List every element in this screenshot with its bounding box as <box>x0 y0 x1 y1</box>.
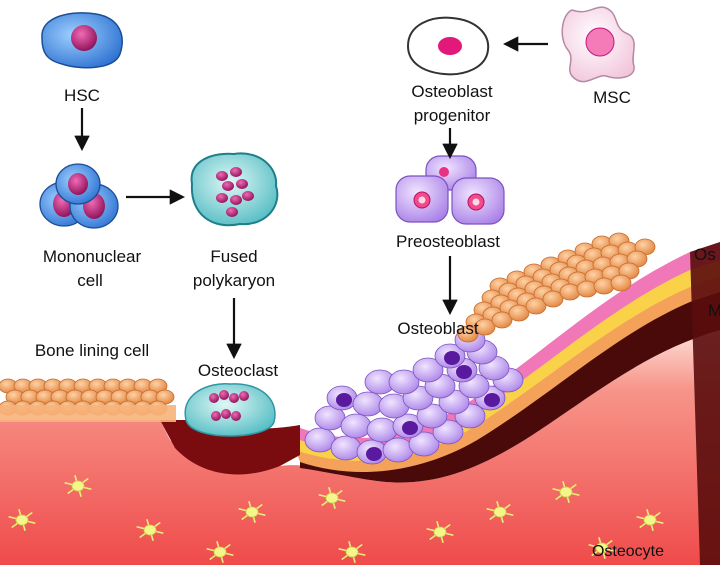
osteocyte-cell <box>238 501 266 523</box>
osteoclast-nuclei <box>209 390 249 421</box>
upper-lining-cell <box>457 325 479 343</box>
bone-lining-label: Bone lining cell <box>35 341 149 360</box>
upper-lining-cell <box>508 304 530 322</box>
edge-label-mid-right: M <box>708 301 720 320</box>
osteoid-yellow-band <box>295 258 720 461</box>
osteocyte-cell <box>136 519 164 541</box>
osteoid-orange-band <box>295 274 720 472</box>
osteoclast-label: Osteoclast <box>198 361 279 380</box>
osteocyte-cell <box>636 509 664 531</box>
osteocyte-cell <box>426 521 454 543</box>
edge-label-top-right: Os <box>694 245 716 264</box>
bone-tissue <box>0 242 720 565</box>
osteoblast-progenitor-cell <box>406 16 490 76</box>
osteocyte-cell <box>338 541 366 563</box>
osteocyte-cell <box>64 475 92 497</box>
fused-label-line1: Fused <box>210 247 257 266</box>
osteocyte-label: Osteocyte <box>592 543 664 560</box>
upper-lining-cell <box>474 318 496 336</box>
upper-lining-cell <box>542 290 564 308</box>
preosteoblast-cell-right <box>451 177 505 225</box>
hsc-nucleus <box>71 25 97 51</box>
mononuclear-label-line2: cell <box>77 271 103 290</box>
upper-lining-cell <box>593 277 615 295</box>
fused-label-line2: polykaryon <box>193 271 275 290</box>
resorption-pit <box>160 420 300 475</box>
osteocyte-cell <box>206 541 234 563</box>
osteoclast-on-bone <box>184 383 276 437</box>
upper-lining-cell <box>491 311 513 329</box>
mononuclear-label-line1: Mononuclear <box>43 247 142 266</box>
upper-lining-cell <box>559 283 581 301</box>
osteoblast-label: Osteoblast <box>397 319 479 338</box>
osteoblast-cluster <box>304 327 524 465</box>
upper-lining-cells <box>457 232 656 343</box>
mononuclear-cells <box>39 163 119 229</box>
bone-cut-face <box>690 242 720 565</box>
preosteoblast-label: Preosteoblast <box>396 232 500 251</box>
progenitor-nucleus <box>438 37 462 55</box>
osteoclast-body <box>184 383 276 437</box>
osteoblast-nucleus <box>456 365 472 379</box>
osteocyte-cell <box>486 501 514 523</box>
upper-lining-cell <box>525 297 547 315</box>
mineral-band-dark <box>300 290 720 483</box>
msc-nucleus <box>585 27 615 57</box>
progenitor-label-line1: Osteoblast <box>411 82 493 101</box>
upper-lining-cell <box>576 280 598 298</box>
osteoblast-nucleus <box>484 393 500 407</box>
osteoblast-cell <box>304 427 336 453</box>
osteoblast-cell <box>340 413 372 439</box>
progenitor-label-line2: progenitor <box>414 106 491 125</box>
mononuclear-cell-c <box>55 163 101 205</box>
osteoblast-cell <box>366 417 398 443</box>
bone-matrix <box>0 330 720 565</box>
osteoblast-nucleus <box>366 447 382 461</box>
fused-polykaryon-cell <box>190 152 279 227</box>
osteoblast-nucleus <box>402 421 418 435</box>
osteoblast-cell <box>412 357 444 383</box>
osteoid-pink-band <box>300 242 720 451</box>
osteoblast-nucleus <box>336 393 352 407</box>
polykaryon-nuclei <box>216 167 254 217</box>
osteocyte-cell <box>8 509 36 531</box>
upper-lining-cell <box>610 274 632 292</box>
hsc-cell <box>41 12 123 69</box>
osteoblast-cell <box>352 391 384 417</box>
hsc-label: HSC <box>64 86 100 105</box>
osteoblast-cell <box>388 369 420 395</box>
osteoblast-nucleus <box>444 351 460 365</box>
msc-cell <box>561 6 635 83</box>
osteocyte-cell <box>318 487 346 509</box>
bone-lining-cells <box>0 378 176 422</box>
osteoblast-cell <box>408 431 440 457</box>
preosteoblast-cells <box>395 155 505 225</box>
msc-label: MSC <box>593 88 631 107</box>
osteocyte-cell <box>588 537 616 559</box>
osteoblast-cell <box>330 435 362 461</box>
preosteoblast-cell-left <box>395 175 449 223</box>
osteoblast-cell <box>416 403 448 429</box>
osteocytes-group <box>8 475 664 563</box>
osteocyte-cell <box>552 481 580 503</box>
